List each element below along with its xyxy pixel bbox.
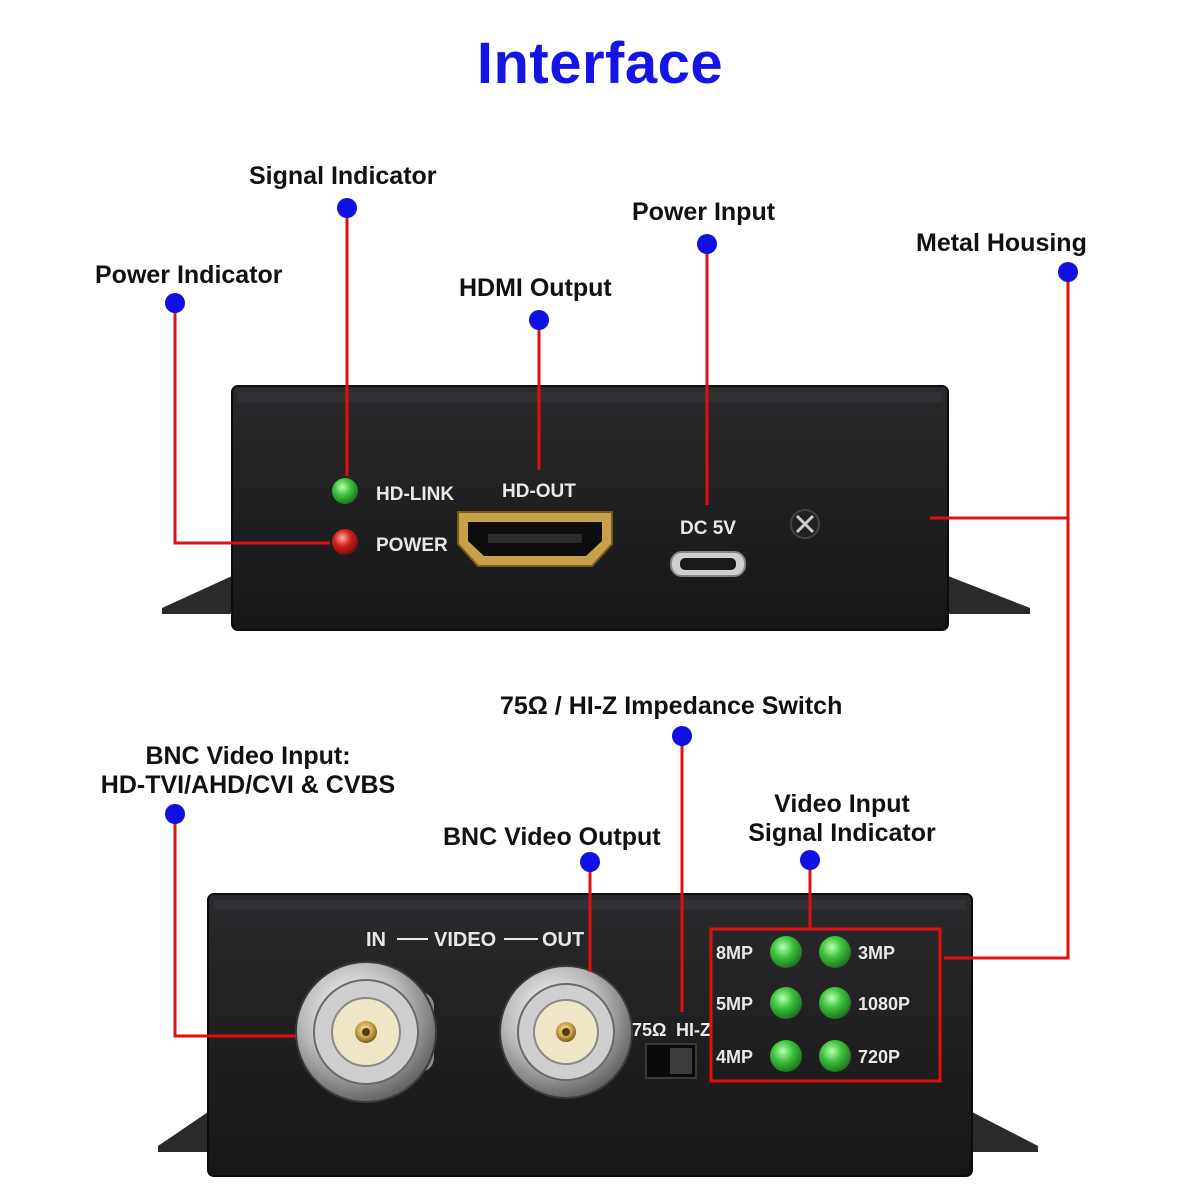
bnc-output-label: BNC Video Output <box>443 823 661 851</box>
page-title: Interface <box>476 31 724 96</box>
signal-led-2-0 <box>770 1040 802 1072</box>
callout-lines <box>173 210 1070 1038</box>
power-indicator-label: Power Indicator <box>95 261 283 289</box>
back-right-flange <box>972 1112 1038 1152</box>
dot-power-indicator <box>165 293 185 313</box>
video-indicator-label-line2: Signal Indicator <box>748 819 936 847</box>
hiz-label: HI-Z <box>676 1020 711 1040</box>
dc-label: DC 5V <box>680 518 736 539</box>
video-label: VIDEO <box>434 929 496 951</box>
bnc-output-connector <box>499 965 633 1099</box>
back-left-flange <box>158 1112 208 1152</box>
dot-video-indicator <box>800 850 820 870</box>
hd-out-label: HD-OUT <box>502 481 576 502</box>
hd-link-label: HD-LINK <box>376 484 454 505</box>
line-power-indicator <box>173 305 330 545</box>
signal-indicator-label: Signal Indicator <box>249 162 437 190</box>
dot-bnc-input <box>165 804 185 824</box>
bnc-input-label-line1: BNC Video Input: <box>145 742 351 770</box>
led-label-left-2: 4MP <box>716 1047 753 1067</box>
hd-link-led <box>332 478 358 504</box>
dot-metal-housing <box>1058 262 1078 282</box>
video-indicator-leds: 8MP 3MP 5MP 1080P 4MP 720P <box>716 936 910 1072</box>
power-label: POWER <box>376 535 448 556</box>
dot-signal-indicator <box>337 198 357 218</box>
out-label: OUT <box>542 929 584 951</box>
impedance-switch-label: 75Ω / HI-Z Impedance Switch <box>500 692 843 720</box>
power-led <box>332 529 358 555</box>
video-indicator-label: Video Input Signal Indicator <box>722 790 962 848</box>
signal-led-1-0 <box>770 987 802 1019</box>
dot-impedance-switch <box>672 726 692 746</box>
dot-power-input <box>697 234 717 254</box>
signal-led-2-1 <box>819 1040 851 1072</box>
front-right-flange <box>948 576 1030 614</box>
video-indicator-label-line1: Video Input <box>774 790 910 818</box>
led-label-right-1: 1080P <box>858 994 910 1014</box>
dot-bnc-output <box>580 852 600 872</box>
led-label-right-2: 720P <box>858 1047 900 1067</box>
callout-dots <box>165 198 1078 872</box>
power-input-label: Power Input <box>632 198 776 226</box>
line-bnc-input <box>173 816 296 1038</box>
front-left-flange <box>162 576 232 614</box>
led-label-left-0: 8MP <box>716 943 753 963</box>
bnc-input-label-line2: HD-TVI/AHD/CVI & CVBS <box>100 771 396 799</box>
video-indicator-box <box>709 927 942 1083</box>
metal-housing-label: Metal Housing <box>916 229 1087 257</box>
in-label: IN <box>366 929 386 951</box>
led-label-right-0: 3MP <box>858 943 895 963</box>
signal-led-1-1 <box>819 987 851 1019</box>
led-label-left-1: 5MP <box>716 994 753 1014</box>
signal-led-0-0 <box>770 936 802 968</box>
bnc-input-connector <box>295 961 437 1103</box>
ohm75-label: 75Ω <box>632 1020 666 1040</box>
signal-led-0-1 <box>819 936 851 968</box>
hdmi-output-label: HDMI Output <box>459 274 612 302</box>
bnc-input-label: BNC Video Input: HD-TVI/AHD/CVI & CVBS <box>88 742 408 800</box>
dot-hdmi-output <box>529 310 549 330</box>
front-device: HD-LINK POWER HD-OUT DC 5V <box>162 385 1030 631</box>
line-metal-housing-back <box>944 274 1070 960</box>
front-housing <box>231 385 949 631</box>
